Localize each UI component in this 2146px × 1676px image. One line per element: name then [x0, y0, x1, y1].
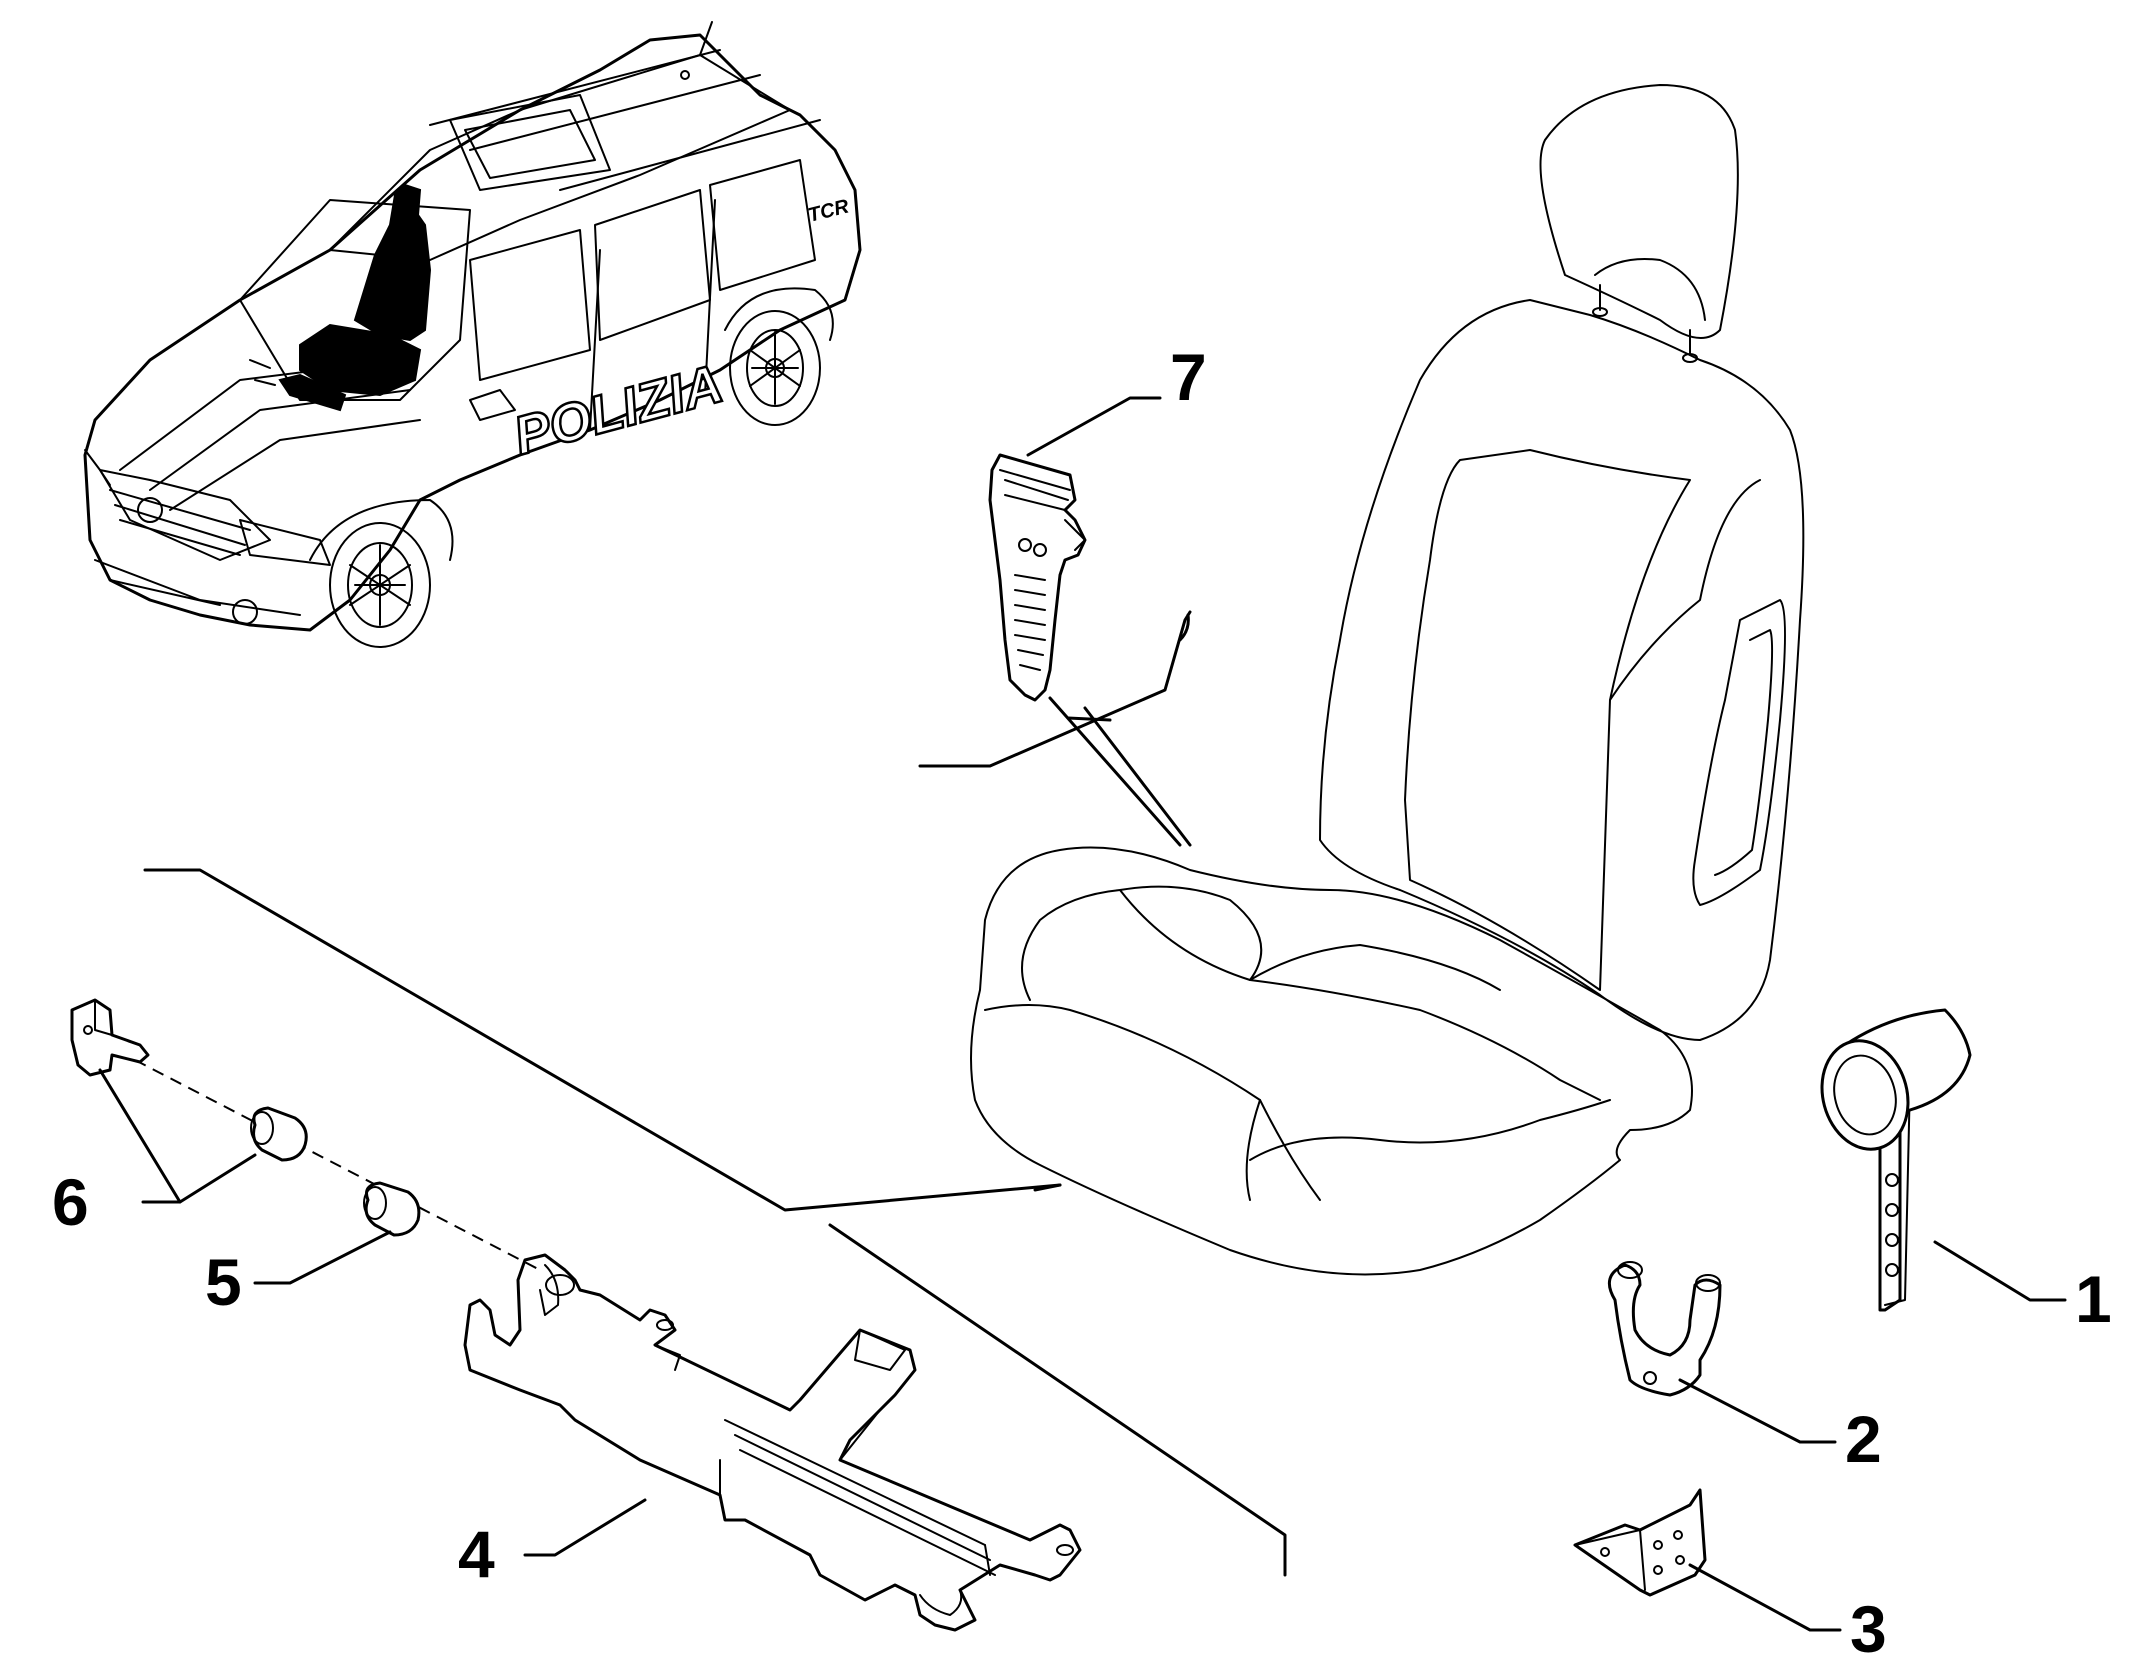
part-1-bracket	[1820, 1008, 2067, 1312]
vehicle-livery-text: POLIZIA	[508, 354, 729, 467]
vehicle-illustration: POLIZIA TCR	[83, 21, 862, 648]
vehicle-badge-text: TCR	[806, 195, 852, 226]
part-3-angle-bracket	[1573, 1488, 1842, 1632]
callout-2: 2	[1845, 1402, 1882, 1476]
parts-5-6-bushings	[70, 998, 541, 1285]
callout-4: 4	[458, 1517, 495, 1591]
callout-5: 5	[205, 1245, 242, 1319]
seat-illustration	[970, 84, 1805, 1276]
callout-6: 6	[52, 1165, 89, 1239]
callout-1: 1	[2075, 1262, 2112, 1336]
part-7-handle	[988, 396, 1162, 702]
part-2-clip	[1607, 1261, 1837, 1444]
part-4-base-bracket	[463, 1253, 1082, 1632]
callout-3: 3	[1850, 1592, 1887, 1666]
callout-7: 7	[1170, 340, 1207, 414]
vehicle-highlighted-seat	[249, 183, 432, 412]
callout-numbers: 1 2 3 4 5 6 7	[52, 340, 2112, 1666]
assembly-leader-lines	[143, 610, 1287, 1577]
